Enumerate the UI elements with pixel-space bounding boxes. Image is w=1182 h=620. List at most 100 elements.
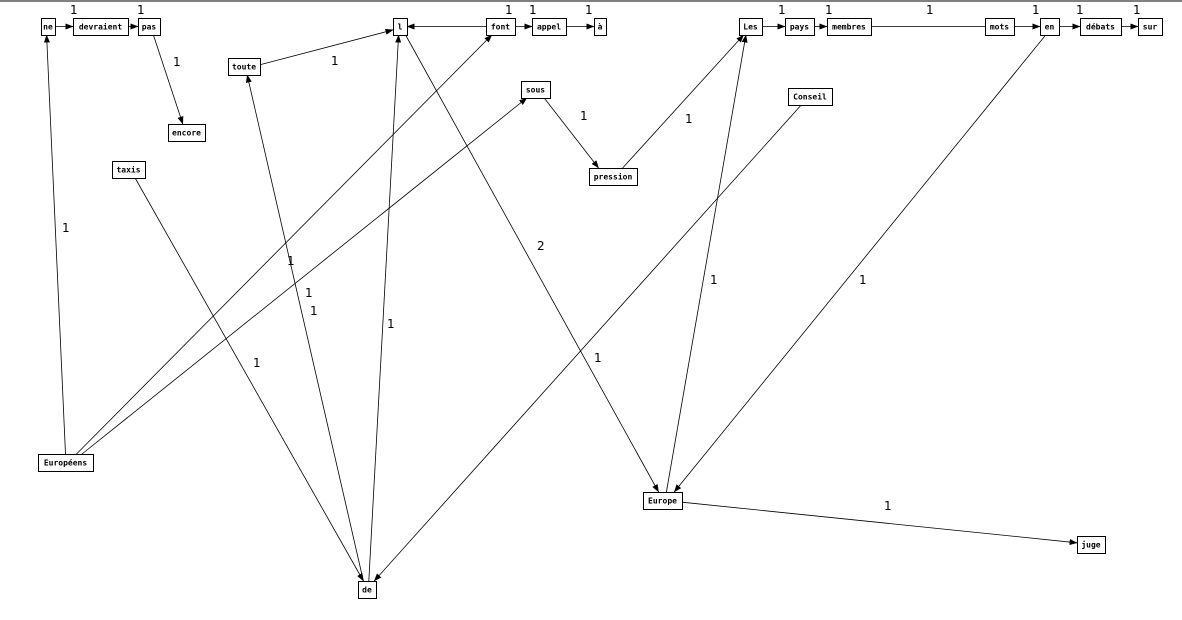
- edge-label-debats-sur: 1: [1133, 3, 1141, 17]
- node-label: encore: [172, 129, 201, 138]
- node-sur[interactable]: sur: [1138, 18, 1163, 36]
- edge-label-toute-l: 1: [331, 54, 339, 68]
- edge-label-Europeens-ne: 1: [62, 221, 70, 235]
- edge-label-Europe-Les: 1: [710, 273, 718, 287]
- edge-Europeens-font: [76, 34, 493, 455]
- edge-label-de-l: 1: [387, 317, 395, 331]
- edges-layer: [43, 23, 1139, 582]
- node-box: [168, 124, 206, 142]
- node-box: [1077, 536, 1106, 554]
- edge-pas-encore: [153, 34, 184, 125]
- node-label: Conseil: [793, 92, 827, 102]
- node-a[interactable]: à: [594, 18, 607, 36]
- edge-label-taxis-de: 1: [253, 356, 261, 370]
- node-label: toute: [232, 63, 256, 72]
- node-Europeens[interactable]: Européens: [38, 454, 94, 472]
- node-label: sous: [526, 86, 545, 95]
- window-top-border: [0, 0, 1182, 2]
- edge-de-toute: [245, 74, 364, 582]
- node-box: [486, 18, 516, 36]
- node-label: membres: [832, 23, 866, 32]
- node-label: en: [1045, 23, 1055, 32]
- node-debats[interactable]: débats: [1080, 18, 1122, 36]
- edge-label-devraient-pas: 1: [137, 3, 145, 17]
- node-label: devraient: [79, 22, 123, 32]
- node-box: [1040, 18, 1060, 36]
- node-box: [589, 168, 638, 186]
- node-box: [112, 161, 146, 179]
- node-box: [985, 18, 1015, 36]
- node-box: [785, 18, 815, 36]
- node-Europe[interactable]: Europe: [643, 492, 683, 510]
- node-juge[interactable]: juge: [1077, 536, 1106, 554]
- edge-label-Europeens-sous: 1: [305, 286, 313, 300]
- edge-label-membres-mots: 1: [926, 3, 934, 17]
- edge-label-mots-en: 1: [1032, 3, 1040, 17]
- node-box: [41, 18, 56, 36]
- node-label: pression: [594, 172, 633, 182]
- node-box: [788, 88, 833, 106]
- edge-toute-l: [259, 28, 394, 66]
- node-box: [1080, 18, 1122, 36]
- edge-label-sous-pression: 1: [580, 109, 588, 123]
- nodes-layer: ne devraient pas encore l font appel à toute sous…: [38, 18, 1163, 599]
- node-label: ne: [43, 23, 53, 32]
- edge-taxis-de: [134, 177, 364, 582]
- node-pays[interactable]: pays: [785, 18, 815, 36]
- node-box: [739, 18, 763, 36]
- node-pression[interactable]: pression: [589, 168, 638, 186]
- node-en[interactable]: en: [1040, 18, 1060, 36]
- node-label: Européens: [44, 458, 88, 468]
- edge-Conseil-de: [373, 104, 802, 582]
- node-label: sur: [1143, 23, 1158, 32]
- edge-en-Europe: [673, 34, 1047, 493]
- edge-label-pas-encore: 1: [173, 55, 181, 69]
- node-l[interactable]: l: [393, 18, 408, 36]
- node-box: [138, 18, 161, 36]
- edge-label-en-debats: 1: [1076, 3, 1084, 17]
- node-box: [228, 58, 261, 76]
- node-encore[interactable]: encore: [168, 124, 206, 142]
- node-membres[interactable]: membres: [827, 18, 872, 36]
- node-font[interactable]: font: [486, 18, 516, 36]
- node-Conseil[interactable]: Conseil: [788, 88, 833, 106]
- node-box: [38, 454, 94, 472]
- node-label: pays: [790, 23, 809, 32]
- edge-l-Europe: [405, 34, 659, 493]
- node-label: font: [491, 23, 510, 32]
- node-mots[interactable]: mots: [985, 18, 1015, 36]
- edge-label-l-Europe: 2: [537, 239, 545, 253]
- node-label: à: [598, 23, 603, 32]
- node-label: de: [362, 586, 372, 595]
- node-devraient[interactable]: devraient: [73, 18, 129, 36]
- node-toute[interactable]: toute: [228, 58, 261, 76]
- edge-label-en-Europe: 1: [859, 273, 867, 287]
- edge-Europeens-ne: [43, 34, 66, 455]
- edge-pression-Les: [622, 34, 744, 169]
- node-sous[interactable]: sous: [521, 81, 551, 99]
- node-box: [643, 492, 683, 510]
- node-label: l: [398, 23, 403, 32]
- node-label: appel: [537, 23, 561, 32]
- edge-label-pays-membres: 1: [825, 3, 833, 17]
- node-ne[interactable]: ne: [41, 18, 56, 36]
- node-label: Europe: [648, 497, 677, 506]
- edge-sous-pression: [543, 97, 599, 169]
- node-box: [827, 18, 872, 36]
- edge-Europe-Les: [666, 34, 748, 493]
- edge-label-Conseil-de: 1: [594, 351, 602, 365]
- node-appel[interactable]: appel: [532, 18, 567, 36]
- node-box: [393, 18, 408, 36]
- node-box: [358, 581, 377, 599]
- node-label: pas: [142, 23, 157, 32]
- node-taxis[interactable]: taxis: [112, 161, 146, 179]
- node-de[interactable]: de: [358, 581, 377, 599]
- edge-label-font-l: 1: [505, 3, 513, 17]
- node-pas[interactable]: pas: [138, 18, 161, 36]
- node-label: juge: [1081, 540, 1100, 550]
- node-label: taxis: [116, 165, 140, 175]
- node-Les[interactable]: Les: [739, 18, 763, 36]
- edge-label-appel-a: 1: [585, 3, 593, 17]
- node-label: débats: [1086, 22, 1115, 32]
